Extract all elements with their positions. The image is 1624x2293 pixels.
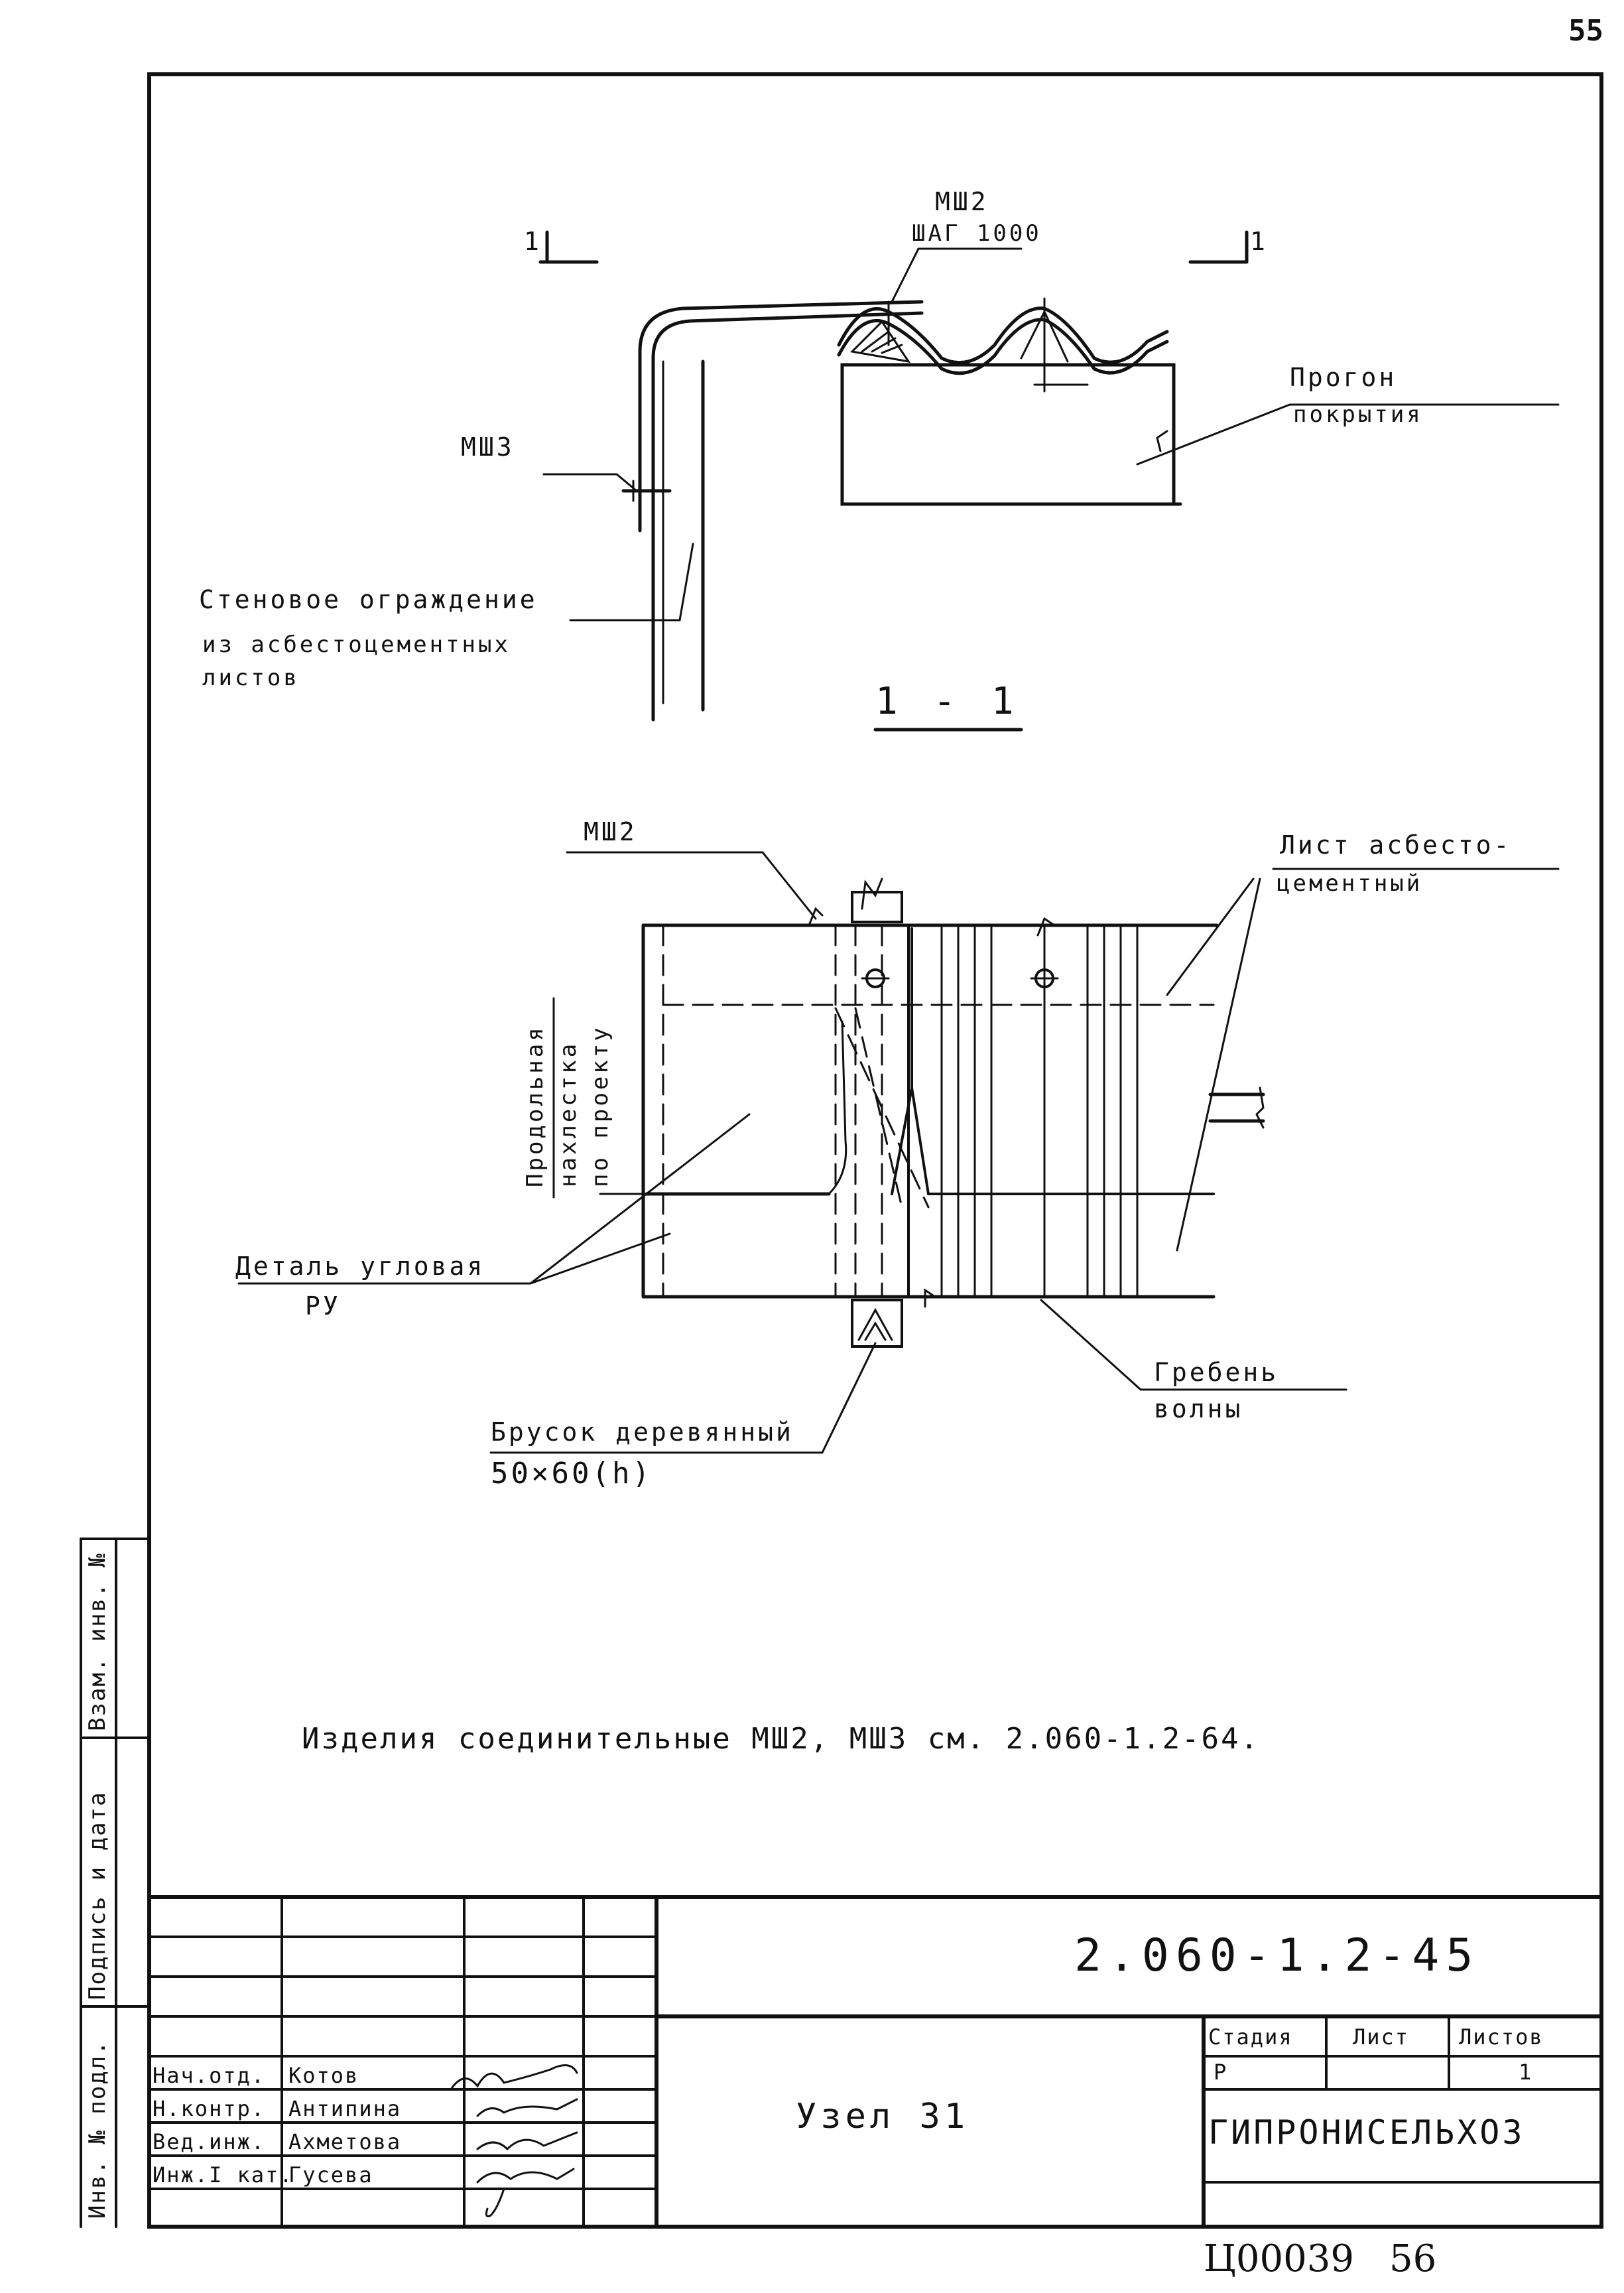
- node-title: Узел 31: [796, 2097, 969, 2136]
- sheet-header: Лист: [1353, 2024, 1410, 2050]
- side-stamp-podpis: Подпись и дата: [84, 1791, 111, 2000]
- sheets-header: Листов: [1459, 2024, 1544, 2050]
- label-wall-2: из асбестоцементных: [202, 631, 511, 658]
- stage-header: Стадия: [1208, 2024, 1293, 2050]
- label-overlap-2: нахлестка: [555, 1041, 582, 1187]
- person-role: Инж.I кат.: [153, 2162, 294, 2188]
- stage-value: Р: [1214, 2060, 1228, 2085]
- note-text: Изделия соединительные МШ2, МШ3 см. 2.06…: [302, 1722, 1261, 1756]
- label-msh2-plan: МШ2: [584, 817, 637, 846]
- label-wall-3: листов: [202, 665, 300, 691]
- person-name: Антипина: [288, 2096, 402, 2121]
- label-wall-1: Стеновое ограждение: [199, 585, 538, 614]
- drawing-frame: [147, 72, 1603, 2229]
- section-1-1-drawing: [538, 230, 1560, 732]
- label-msh3: МШ3: [461, 432, 515, 462]
- section-title: 1 - 1: [875, 680, 1021, 723]
- title-block-grid: [147, 1895, 1603, 2229]
- side-stamp-vzam: Взам. инв. №: [84, 1552, 111, 1731]
- side-stamp-grid: [80, 1538, 151, 2228]
- person-role: Н.контр.: [153, 2096, 266, 2121]
- label-crest-1: Гребень: [1154, 1358, 1279, 1387]
- label-msh2-top: МШ2: [935, 187, 989, 216]
- signatures: [450, 2064, 578, 2217]
- person-name: Гусева: [288, 2162, 373, 2188]
- section-mark-left: 1: [524, 227, 542, 256]
- label-sheet-2: цементный: [1277, 870, 1423, 897]
- label-crest-2: волны: [1154, 1394, 1243, 1423]
- side-stamp-inv-podl: Инв. № подл.: [84, 2040, 111, 2219]
- label-step: ШАГ 1000: [912, 220, 1042, 247]
- label-sheet-1: Лист асбесто-: [1280, 830, 1512, 860]
- label-overlap-1: Продольная: [522, 1025, 548, 1187]
- archive-code: Ц00039: [1204, 2237, 1354, 2280]
- label-corner-1: Деталь угловая: [235, 1252, 485, 1281]
- person-name: Ахметова: [288, 2129, 402, 2154]
- label-purlin-1: Прогон: [1290, 363, 1397, 392]
- page-number-top: 55: [1568, 14, 1603, 48]
- section-mark-right: 1: [1250, 227, 1268, 256]
- page-number-bottom: 56: [1389, 2237, 1437, 2280]
- sheets-value: 1: [1519, 2060, 1533, 2085]
- organization-name: ГИПРОНИСЕЛЬХОЗ: [1208, 2113, 1525, 2152]
- person-name: Котов: [288, 2063, 359, 2088]
- plan-view-drawing: [237, 851, 1560, 1454]
- label-corner-2: РУ: [305, 1291, 341, 1321]
- person-role: Нач.отд.: [153, 2063, 266, 2088]
- label-bar-1: Брусок деревянный: [491, 1417, 794, 1447]
- label-overlap-3: по проекту: [587, 1025, 613, 1187]
- label-purlin-2: покрытия: [1293, 401, 1423, 428]
- label-bar-2: 50×60(h): [491, 1457, 653, 1490]
- document-code: 2.060-1.2-45: [1074, 1930, 1480, 1982]
- person-role: Вед.инж.: [153, 2129, 266, 2154]
